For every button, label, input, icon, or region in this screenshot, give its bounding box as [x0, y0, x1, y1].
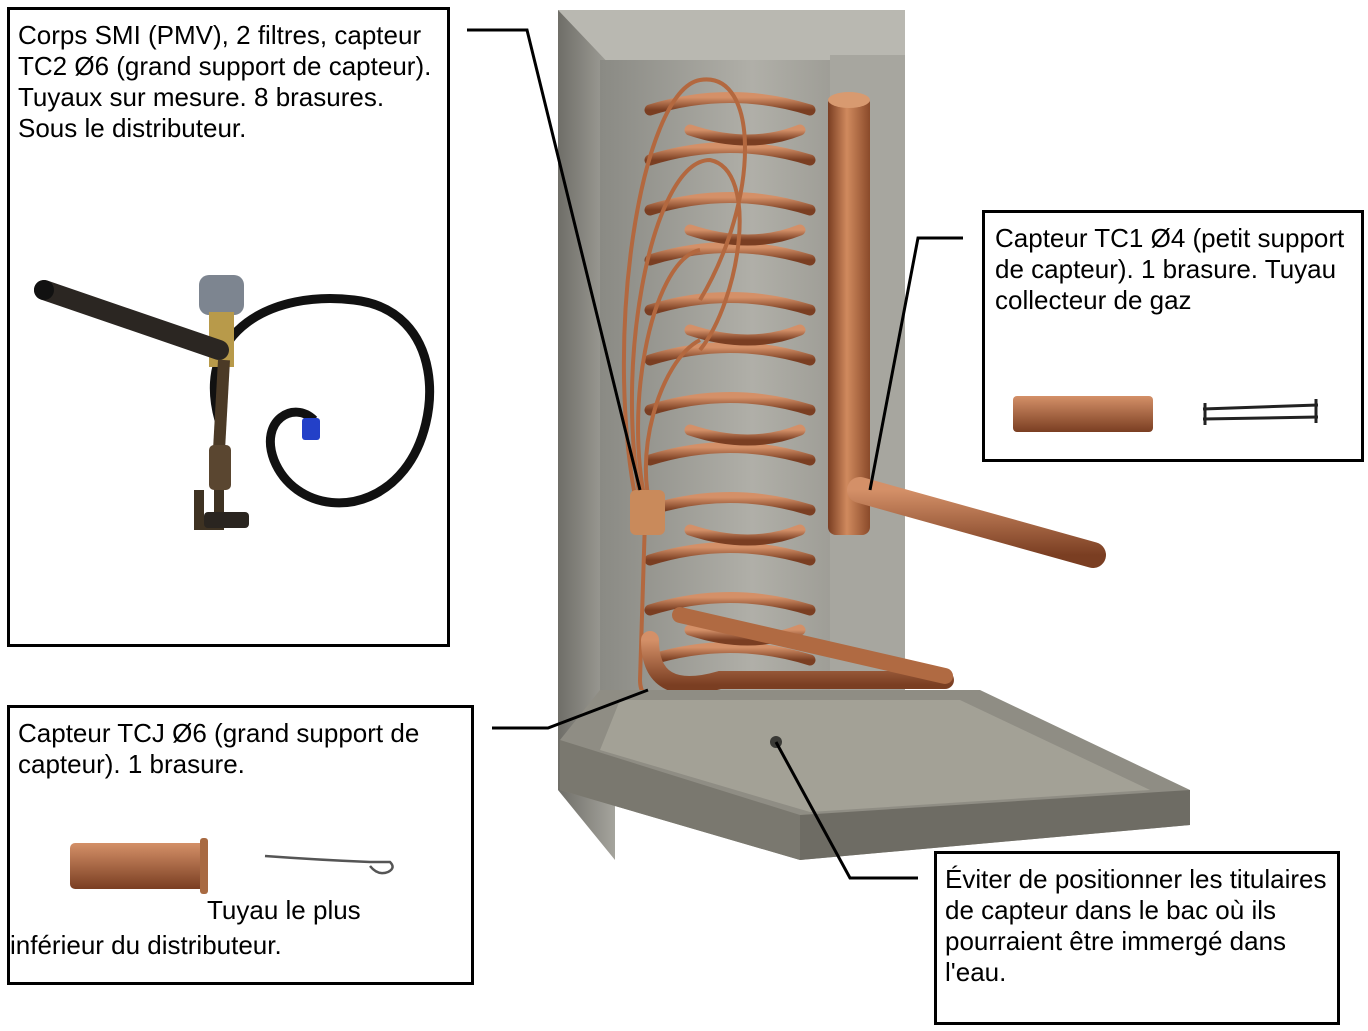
sensor-cable	[209, 294, 435, 508]
tcj-parts-photo	[70, 838, 394, 894]
tc1-parts-photo	[1013, 396, 1319, 432]
callout-tc1-sensor: Capteur TC1 Ø4 (petit support de capteur…	[982, 210, 1364, 462]
callout-tcj-text: Capteur TCJ Ø6 (grand support de capteur…	[18, 718, 420, 779]
callout-warning: Éviter de positionner les titulaires de …	[934, 851, 1340, 1025]
callout-warning-text: Éviter de positionner les titulaires de …	[945, 864, 1327, 987]
expansion-valve-photo	[34, 275, 435, 530]
valve-coil-cap	[199, 275, 244, 315]
sensor-connector	[302, 418, 320, 440]
callout-tcj-sensor: Capteur TCJ Ø6 (grand support de capteur…	[7, 705, 474, 985]
liquid-pipe	[641, 631, 954, 694]
callout-smi-text: Corps SMI (PMV), 2 filtres, capteur TC2 …	[18, 20, 432, 143]
distributor-body	[630, 490, 665, 535]
tcj-note-line2: inférieur du distributeur.	[10, 930, 282, 960]
large-sensor-holder	[70, 843, 205, 889]
small-sensor-holder	[1013, 396, 1153, 432]
gas-header-pipe	[828, 95, 870, 535]
gas-outlet-pipe	[847, 477, 1106, 568]
sensor-spring-clip	[264, 854, 394, 875]
callout-tc1-text: Capteur TC1 Ø4 (petit support de capteur…	[995, 223, 1345, 315]
sensor-clip	[1202, 399, 1319, 425]
tcj-note-line1: Tuyau le plus	[207, 895, 361, 925]
copper-u-bends	[644, 92, 816, 666]
coil-top-frame	[558, 10, 905, 70]
leader-lines	[467, 28, 963, 880]
callout-smi-body: Corps SMI (PMV), 2 filtres, capteur TC2 …	[7, 7, 450, 647]
